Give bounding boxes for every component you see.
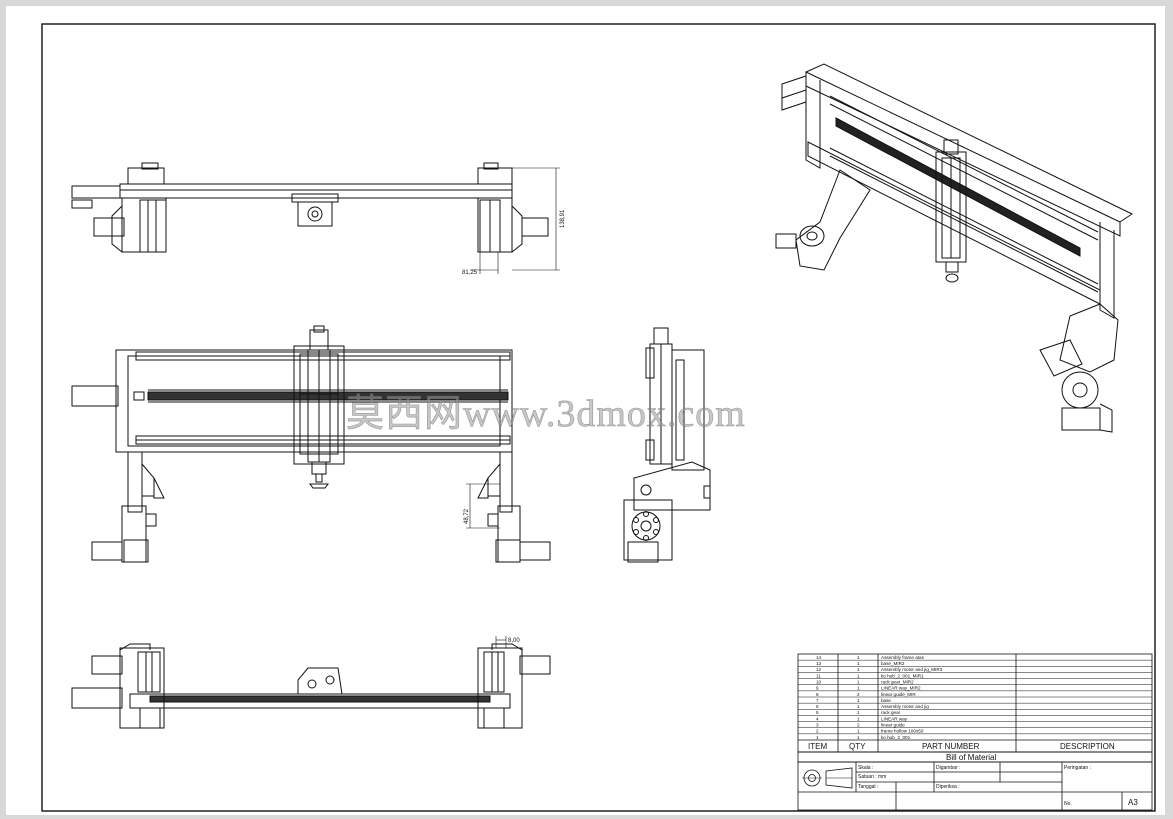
bom-item-number: 12 (816, 667, 822, 672)
bom-item-qty: 1 (857, 655, 860, 660)
title-digambar: Digambar : (936, 765, 960, 771)
bom-item-part: base (881, 698, 891, 703)
bom-item-number: 5 (816, 710, 819, 715)
bom-item-qty: 1 (857, 735, 860, 740)
bom-item-qty: 1 (857, 704, 860, 709)
title-peringatan: Peringatan : (1064, 765, 1091, 771)
bom-header-part: PART NUMBER (922, 742, 980, 751)
side-view (623, 327, 711, 563)
bom-item-qty: 2 (857, 692, 860, 697)
bom-title: Bill of Material (946, 753, 996, 762)
bom-header-description: DESCRIPTION (1060, 742, 1115, 751)
bom-item-number: 6 (816, 704, 819, 709)
drawing-border (41, 23, 1156, 812)
bom-header-item: ITEM (808, 742, 827, 751)
bom-item-part: rack gear (881, 710, 901, 715)
bom-item-qty: 1 (857, 673, 860, 678)
isometric-view (775, 63, 1134, 433)
dim-bottom-offset: 8,00 (508, 638, 520, 644)
bom-item-number: 11 (816, 673, 821, 678)
title-block (797, 761, 1153, 811)
bom-item-part: Assembly motor and jig_MIR3 (881, 667, 943, 672)
bottom-view (71, 636, 551, 729)
bom-item-qty: 1 (857, 698, 860, 703)
bom-item-part: frame hollow 100x50 (881, 729, 924, 734)
title-satuan: Satuan : mm (858, 774, 886, 780)
bom-item-part: Assembly frame atas (881, 655, 925, 660)
title-tanggal: Tanggal : (858, 784, 878, 790)
title-sheet-size: A3 (1128, 798, 1138, 807)
watermark: 莫西网www.3dmox.com (346, 393, 746, 435)
dim-front-height: 48,72 (464, 508, 470, 524)
bom-item-part: ko hub_2_001 (881, 735, 911, 740)
bom-item-number: 14 (816, 655, 822, 660)
bom-item-part: Assembly motor and jig (881, 704, 929, 709)
bom-item-qty: 1 (857, 686, 860, 691)
top-view (71, 162, 560, 274)
front-view (71, 325, 551, 563)
bom-item-number: 1 (816, 735, 819, 740)
bom-item-part: LINEAR way (881, 716, 908, 721)
title-diperiksa: Diperiksa : (936, 784, 960, 790)
dim-top-height: 138,91 (560, 209, 566, 228)
bom-item-number: 2 (816, 729, 819, 734)
title-skala: Skala : (858, 765, 873, 771)
bom-item-number: 4 (816, 716, 819, 721)
title-no: No. (1064, 801, 1072, 807)
bom-item-number: 3 (816, 723, 819, 728)
bom-item-part: linear guide_MIR (881, 692, 916, 697)
bom-item-part: base_MIR2 (881, 661, 905, 666)
bom-item-number: 7 (816, 698, 819, 703)
bom-item-qty: 1 (857, 680, 860, 685)
bom-item-part: ko hub_2_001_MIR1 (881, 673, 924, 678)
bom-item-qty: 1 (857, 667, 860, 672)
bom-item-qty: 2 (857, 723, 860, 728)
bom-item-qty: 1 (857, 729, 860, 734)
bom-item-number: 10 (816, 680, 822, 685)
bom-item-number: 8 (816, 692, 819, 697)
bom-item-part: rack gear_MIR2 (881, 680, 914, 685)
bom-header-qty: QTY (849, 742, 866, 751)
dim-top-offset: 81,25 (462, 270, 478, 276)
bom-item-qty: 1 (857, 716, 860, 721)
paper (6, 6, 1165, 815)
bom-item-qty: 1 (857, 661, 860, 666)
bom-item-part: linear guide (881, 723, 905, 728)
bom-item-part: LINEAR way_MIR2 (881, 686, 921, 691)
bom-item-qty: 1 (857, 710, 860, 715)
bom-item-number: 9 (816, 686, 819, 691)
bom-item-number: 13 (816, 661, 822, 666)
